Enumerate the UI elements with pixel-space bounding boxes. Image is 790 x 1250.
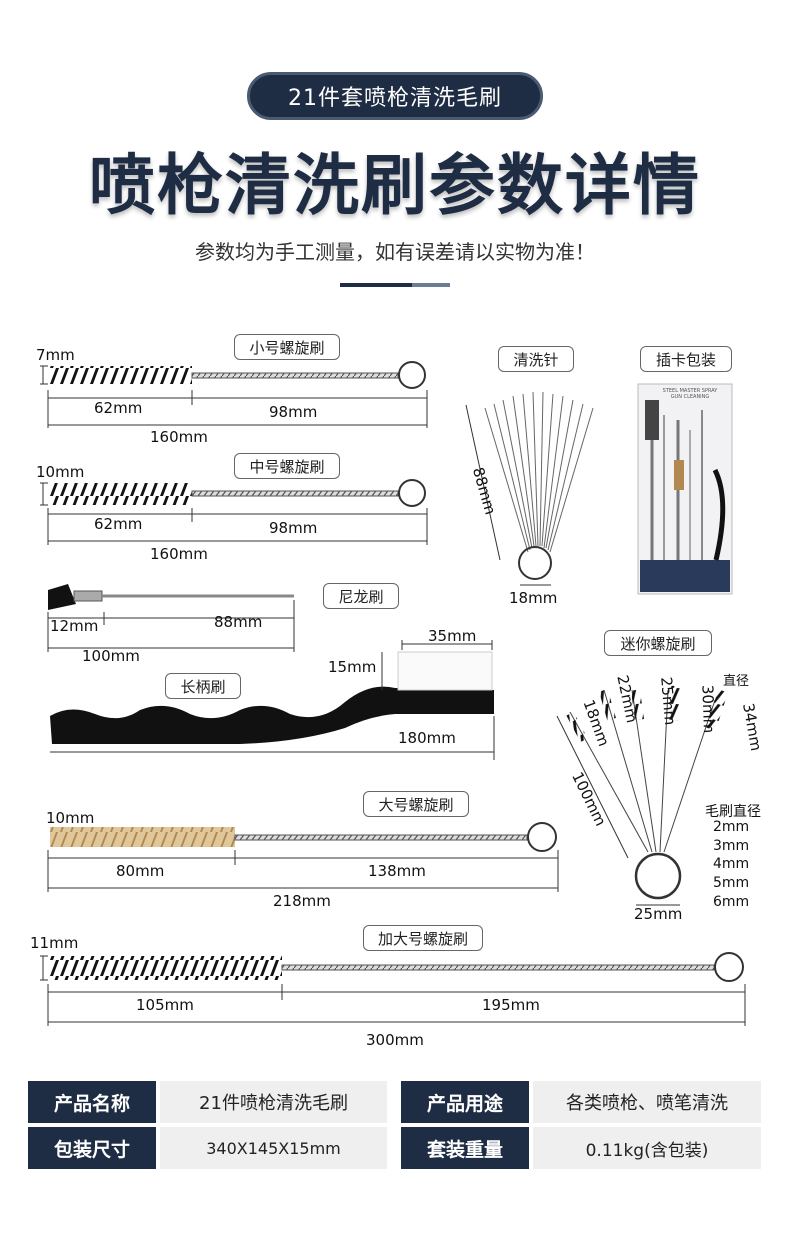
bristle-diameter-title: 毛刷直径	[705, 804, 761, 820]
card-package	[637, 383, 733, 595]
small-total-length: 160mm	[150, 428, 208, 446]
package-label: STEEL MASTER SPRAY GUN CLEANING	[662, 388, 718, 400]
divider-light	[412, 283, 450, 287]
tag-card-pack: 插卡包装	[640, 346, 732, 372]
tag-medium-spiral: 中号螺旋刷	[234, 453, 340, 479]
mini-diameter-label: 直径	[723, 674, 750, 689]
mini-spiral-brushes	[556, 685, 728, 906]
long-bristle-height: 15mm	[328, 658, 377, 676]
bristle-size-5: 6mm	[713, 894, 750, 910]
small-shaft-length: 98mm	[269, 403, 318, 421]
spec-value-weight: 0.11kg(含包装)	[533, 1127, 761, 1169]
medium-head-length: 62mm	[94, 515, 143, 533]
large-head-length: 80mm	[116, 862, 165, 880]
cleaning-needles	[465, 391, 594, 586]
spec-value-usage: 各类喷枪、喷笔清洗	[533, 1081, 761, 1123]
large-diameter: 10mm	[46, 809, 95, 827]
tag-mini-spiral: 迷你螺旋刷	[604, 630, 712, 656]
bristle-size-1: 2mm	[713, 819, 750, 835]
nylon-total-length: 100mm	[82, 647, 140, 665]
tag-nylon: 尼龙刷	[323, 583, 399, 609]
xl-head-length: 105mm	[136, 996, 194, 1014]
small-diameter: 7mm	[36, 346, 75, 364]
large-shaft-length: 138mm	[368, 862, 426, 880]
xl-total-length: 300mm	[366, 1031, 424, 1049]
xl-spiral-brush	[40, 952, 746, 1026]
spec-value-package-size: 340X145X15mm	[160, 1127, 387, 1169]
tag-large-spiral: 大号螺旋刷	[363, 791, 469, 817]
mini-size-30: 30mm	[698, 684, 718, 734]
long-total-length: 180mm	[398, 729, 456, 747]
nylon-shaft-length: 88mm	[214, 613, 263, 631]
spec-header-product-name: 产品名称	[28, 1081, 156, 1123]
xl-diameter: 11mm	[30, 934, 79, 952]
tag-needle: 清洗针	[498, 346, 574, 372]
medium-diameter: 10mm	[36, 463, 85, 481]
medium-shaft-length: 98mm	[269, 519, 318, 537]
xl-shaft-length: 195mm	[482, 996, 540, 1014]
tag-long-handle: 长柄刷	[165, 673, 241, 699]
needle-ring-size: 18mm	[509, 589, 558, 607]
bristle-size-2: 3mm	[713, 838, 750, 854]
bristle-size-4: 5mm	[713, 875, 750, 891]
spec-header-usage: 产品用途	[401, 1081, 529, 1123]
spec-header-package-size: 包装尺寸	[28, 1127, 156, 1169]
tag-xl-spiral: 加大号螺旋刷	[363, 925, 483, 951]
long-handle-brush	[50, 640, 495, 760]
large-spiral-brush	[47, 822, 559, 892]
medium-spiral-brush	[40, 479, 428, 545]
bristle-size-3: 4mm	[713, 856, 750, 872]
page-subtitle: 参数均为手工测量，如有误差请以实物为准！	[195, 240, 595, 264]
page-title: 喷枪清洗刷参数详情	[89, 147, 701, 224]
divider-dark	[340, 283, 412, 287]
tag-small-spiral: 小号螺旋刷	[234, 334, 340, 360]
long-bristle-width: 35mm	[428, 627, 477, 645]
mini-ring-size: 25mm	[634, 905, 683, 923]
small-head-length: 62mm	[94, 399, 143, 417]
large-total-length: 218mm	[273, 892, 331, 910]
nylon-brush	[47, 584, 295, 652]
spec-value-product-name: 21件喷枪清洗毛刷	[160, 1081, 387, 1123]
nylon-head-length: 12mm	[50, 617, 99, 635]
product-badge: 21件套喷枪清洗毛刷	[247, 72, 543, 120]
medium-total-length: 160mm	[150, 545, 208, 563]
small-spiral-brush	[40, 361, 428, 428]
spec-header-weight: 套装重量	[401, 1127, 529, 1169]
